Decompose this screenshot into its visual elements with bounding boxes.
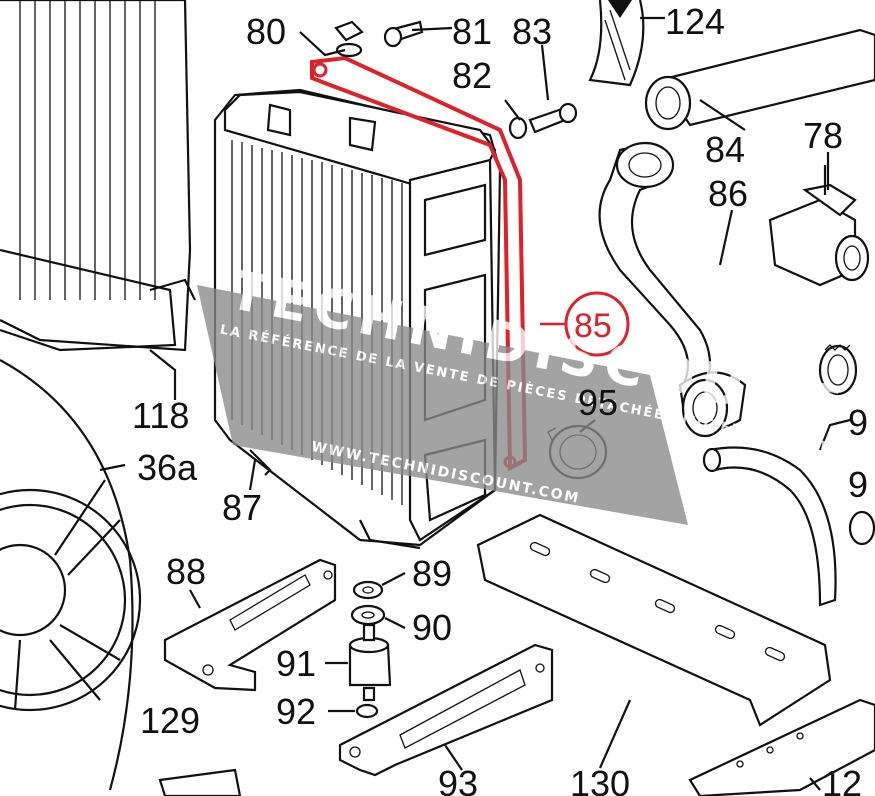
part-label: 83 xyxy=(512,11,552,52)
leader-lines xyxy=(99,16,851,791)
part-label: 80 xyxy=(246,11,286,52)
part-129 xyxy=(158,768,242,796)
hose-124 xyxy=(588,0,645,87)
part-label: 12 xyxy=(822,763,862,796)
part-label: 87 xyxy=(222,487,262,528)
bracket-88 xyxy=(163,558,337,692)
bolt-83 xyxy=(528,102,578,134)
hose-clamp-9a xyxy=(818,344,858,396)
bracket-93 xyxy=(338,643,554,777)
part-label: 84 xyxy=(705,129,745,170)
part-label: 93 xyxy=(438,763,478,796)
part-label: 9 xyxy=(848,464,868,505)
bolt-81 xyxy=(383,20,424,48)
part-label: 95 xyxy=(578,382,618,423)
part-label: 81 xyxy=(452,11,492,52)
part-label: 86 xyxy=(708,173,748,214)
support-rail-130 xyxy=(476,513,832,727)
rubber-mount-91 xyxy=(348,623,392,702)
part-label: 82 xyxy=(452,55,492,96)
part-label: 88 xyxy=(166,551,206,592)
washer-82 xyxy=(508,116,528,140)
part-label: 118 xyxy=(132,395,189,436)
highlighted-part-label: 85 xyxy=(574,307,612,345)
lower-hose-9 xyxy=(702,446,837,607)
pipe-84 xyxy=(644,28,875,131)
fitting-78 xyxy=(768,165,870,287)
background-radiator-118 xyxy=(0,0,196,352)
frame-12 xyxy=(688,698,875,796)
part-label: 89 xyxy=(412,553,452,594)
watermark-banner xyxy=(197,285,688,525)
part-label: 78 xyxy=(803,115,843,156)
washer-90 xyxy=(350,604,386,626)
hose-86 xyxy=(598,141,747,438)
part-number-labels: 80 81 83 124 82 84 78 86 95 9 9 118 36a … xyxy=(132,1,868,796)
part-label: 92 xyxy=(276,691,316,732)
part-label: 129 xyxy=(140,700,200,741)
cap-80 xyxy=(334,20,364,58)
hose-clamp-9b xyxy=(848,510,875,546)
washer-89 xyxy=(352,580,384,600)
nut-92 xyxy=(355,703,379,719)
part-label: 130 xyxy=(570,763,630,796)
part-label: 90 xyxy=(412,607,452,648)
part-label: 124 xyxy=(665,1,725,42)
part-label: 91 xyxy=(276,643,316,684)
part-label: 9 xyxy=(848,402,868,443)
fan-36a xyxy=(0,359,142,791)
part-label: 36a xyxy=(137,447,198,488)
